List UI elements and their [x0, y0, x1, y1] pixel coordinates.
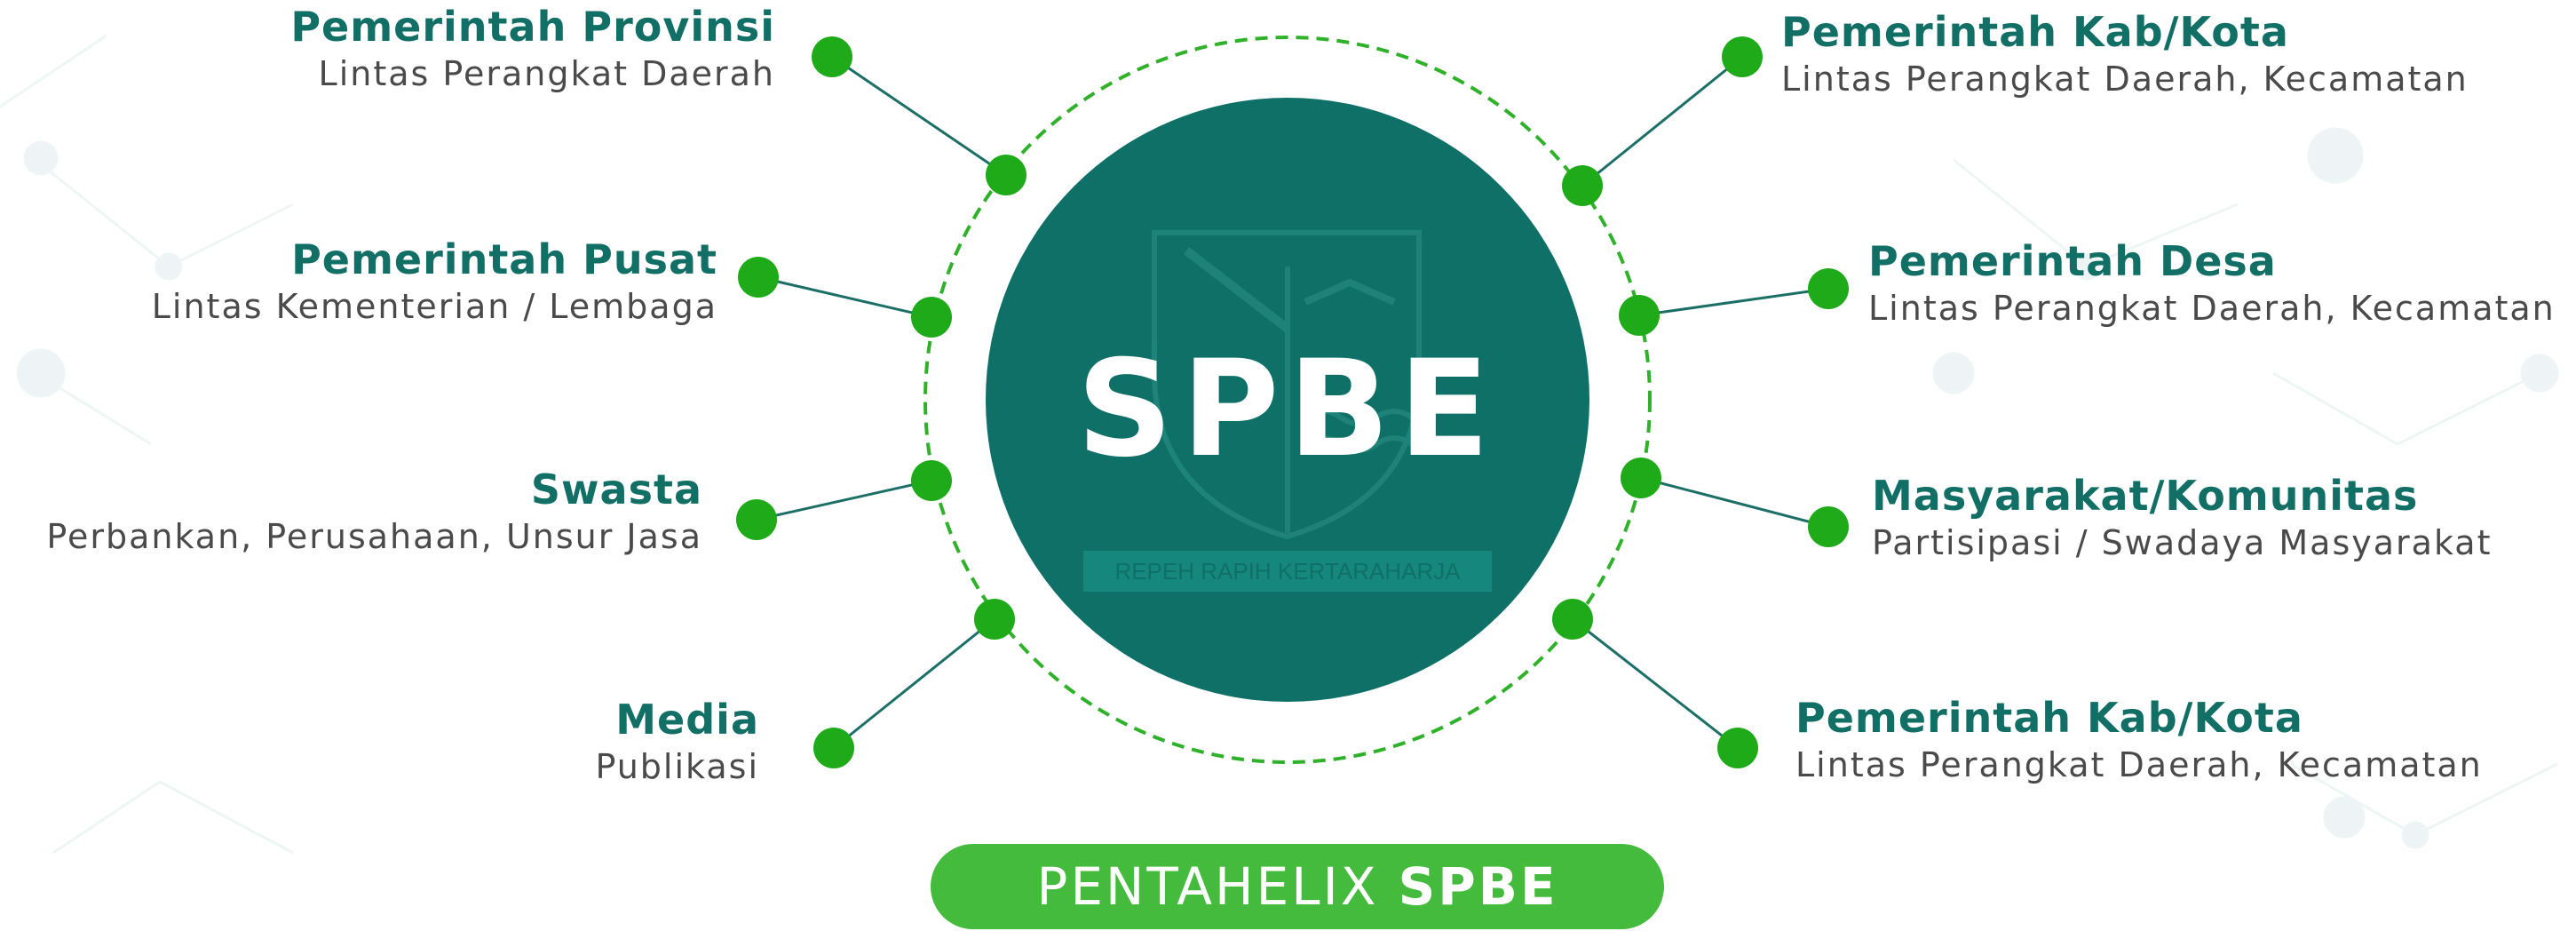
banner-prefix: PENTAHELIX [1036, 856, 1379, 917]
node-subtitle: Lintas Perangkat Daerah, Kecamatan [1868, 289, 2556, 328]
background-network-pattern [0, 34, 2559, 855]
node-title: Pemerintah Provinsi [290, 3, 775, 51]
emblem-motto: REPEH RAPIH KERTARAHARJA [1114, 558, 1461, 585]
connector-line [1638, 287, 1829, 317]
node-title: Pemerintah Desa [1868, 237, 2277, 285]
node-subtitle: Perbankan, Perusahaan, Unsur Jasa [46, 517, 702, 556]
connector-line [831, 55, 1007, 177]
node-title: Pemerintah Pusat [291, 235, 717, 283]
node-pemerintah-provinsi: Pemerintah Provinsi Lintas Perangkat Dae… [290, 2, 775, 96]
pentahelix-banner: PENTAHELIX SPBE [931, 844, 1664, 929]
node-dot [1717, 728, 1758, 768]
ring-dot [911, 460, 952, 501]
connector-line [1572, 617, 1739, 750]
banner-emphasis: SPBE [1398, 856, 1558, 917]
ring-dot [974, 599, 1015, 640]
connector-line [1581, 55, 1743, 187]
dashed-ring [923, 36, 1652, 764]
ring-dot [1562, 165, 1603, 206]
node-pemerintah-desa: Pemerintah Desa Lintas Perangkat Daerah,… [1868, 236, 2556, 330]
node-subtitle: Partisipasi / Swadaya Masyarakat [1872, 523, 2493, 562]
connector-line [756, 479, 932, 521]
connector-line [1640, 476, 1829, 529]
node-title: Pemerintah Kab/Kota [1781, 8, 2289, 56]
ring-dot [1619, 295, 1660, 336]
motto-ribbon [1083, 551, 1492, 592]
connectors [756, 55, 1829, 750]
node-title: Masyarakat/Komunitas [1872, 472, 2419, 520]
node-title: Media [615, 696, 759, 744]
node-media: Media Publikasi [595, 695, 759, 789]
node-masyarakat-komunitas: Masyarakat/Komunitas Partisipasi / Swada… [1872, 471, 2492, 565]
node-pemerintah-pusat: Pemerintah Pusat Lintas Kementerian / Le… [152, 235, 717, 329]
node-dot [1808, 268, 1849, 309]
node-dot [812, 36, 852, 77]
ring-dot [1621, 458, 1661, 498]
node-subtitle: Lintas Perangkat Daerah, Kecamatan [1781, 60, 2469, 99]
connector-line [833, 617, 995, 750]
node-title: Pemerintah Kab/Kota [1795, 694, 2303, 742]
node-dot [738, 257, 779, 298]
node-subtitle: Lintas Perangkat Daerah [318, 54, 775, 93]
node-dot [1722, 36, 1763, 77]
node-pemerintah-kab-kota-top: Pemerintah Kab/Kota Lintas Perangkat Dae… [1781, 7, 2469, 101]
node-title: Swasta [530, 466, 702, 513]
center-title: SPBE [1077, 332, 1499, 487]
node-dot [1808, 506, 1849, 547]
connector-line [757, 275, 932, 319]
ring-dot [911, 297, 952, 338]
node-swasta: Swasta Perbankan, Perusahaan, Unsur Jasa [46, 465, 702, 559]
ring-dot [1552, 599, 1593, 640]
node-subtitle: Lintas Kementerian / Lembaga [151, 287, 717, 326]
node-dot [813, 728, 854, 768]
emblem-watermark [1152, 230, 1422, 540]
node-dot [736, 499, 777, 540]
node-subtitle: Lintas Perangkat Daerah, Kecamatan [1795, 745, 2483, 784]
dots [736, 36, 1849, 768]
ring-dot [986, 155, 1026, 195]
node-pemerintah-kab-kota-bottom: Pemerintah Kab/Kota Lintas Perangkat Dae… [1795, 693, 2483, 787]
node-subtitle: Publikasi [595, 747, 759, 786]
